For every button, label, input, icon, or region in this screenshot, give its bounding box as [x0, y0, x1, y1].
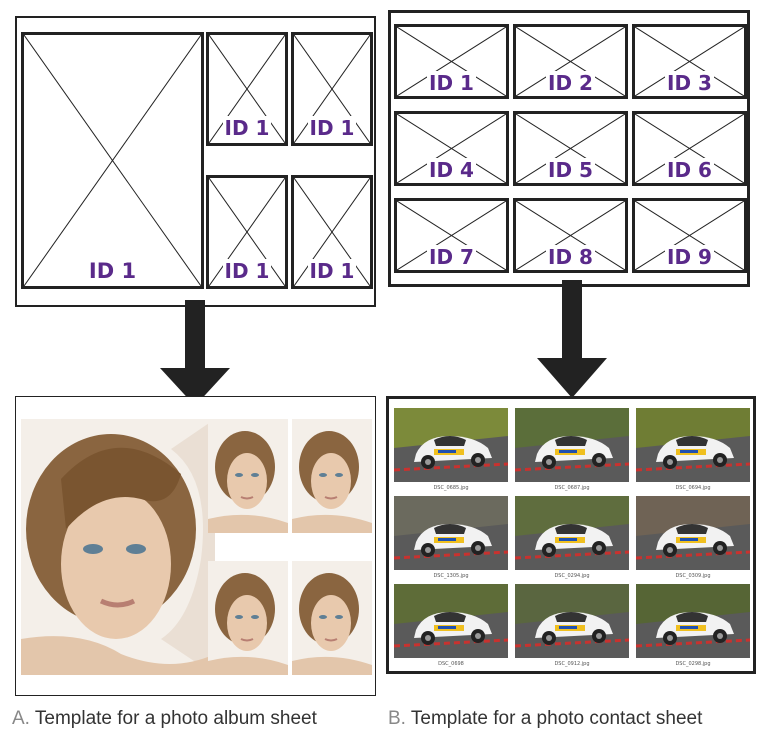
caption-b-text: Template for a photo contact sheet	[410, 708, 703, 729]
placeholder-cross-icon	[635, 201, 744, 270]
album-placeholder-small-3: ID 1	[206, 175, 288, 289]
contact-placeholder-4: ID 4	[394, 111, 509, 186]
caption-a-text: Template for a photo album sheet	[34, 708, 317, 729]
placeholder-cross-icon	[294, 178, 370, 286]
contact-placeholder-6: ID 6	[632, 111, 747, 186]
portrait-photo-small	[208, 561, 288, 675]
photo-filename: DSC_0694.jpg	[675, 485, 711, 491]
placeholder-cross-icon	[516, 27, 625, 96]
placeholder-cross-icon	[209, 35, 285, 143]
placeholder-cross-icon	[397, 27, 506, 96]
race-car-photo	[636, 496, 750, 570]
caption-a: A. Template for a photo album sheet	[12, 708, 317, 730]
contact-placeholder-1: ID 1	[394, 24, 509, 99]
portrait-photo-large	[21, 419, 215, 675]
race-car-photo	[515, 584, 629, 658]
placeholder-id-label: ID 6	[665, 158, 714, 182]
album-placeholder-large: ID 1	[21, 32, 204, 289]
race-car-photo	[394, 408, 508, 482]
portrait-photo-small	[292, 419, 372, 533]
contact-placeholder-8: ID 8	[513, 198, 628, 273]
album-placeholder-small-2: ID 1	[291, 32, 373, 146]
album-template-frame: ID 1 ID 1 ID 1 ID 1 ID 1	[15, 16, 376, 307]
placeholder-cross-icon	[516, 114, 625, 183]
race-car-photo	[515, 496, 629, 570]
placeholder-id-label: ID 1	[222, 116, 272, 140]
placeholder-cross-icon	[397, 114, 506, 183]
race-car-photo	[394, 584, 508, 658]
photo-filename: DSC_0687.jpg	[554, 485, 590, 491]
album-sheet-result	[15, 396, 376, 696]
photo-filename: DSC_0294.jpg	[554, 573, 590, 579]
contact-placeholder-7: ID 7	[394, 198, 509, 273]
placeholder-id-label: ID 3	[665, 71, 714, 95]
down-arrow-icon	[537, 280, 607, 398]
contact-placeholder-2: ID 2	[513, 24, 628, 99]
race-car-photo	[636, 584, 750, 658]
caption-b-letter: B.	[388, 708, 406, 729]
down-arrow-icon	[160, 300, 230, 406]
photo-filename: DSC_0685.jpg	[433, 485, 469, 491]
contact-placeholder-3: ID 3	[632, 24, 747, 99]
contact-placeholder-5: ID 5	[513, 111, 628, 186]
portrait-photo-small	[292, 561, 372, 675]
placeholder-id-label: ID 1	[307, 116, 357, 140]
placeholder-cross-icon	[24, 35, 201, 286]
photo-filename: DSC_0298.jpg	[675, 661, 711, 667]
photo-filename: DSC_1305.jpg	[433, 573, 469, 579]
contact-template-frame: ID 1 ID 2 ID 3 ID 4 ID 5 ID 6 ID 7 ID 8 ID 9	[388, 10, 750, 287]
placeholder-id-label: ID 1	[86, 259, 139, 283]
placeholder-id-label: ID 7	[427, 245, 476, 269]
portrait-photo-small	[208, 419, 288, 533]
album-placeholder-small-4: ID 1	[291, 175, 373, 289]
placeholder-id-label: ID 1	[222, 259, 272, 283]
placeholder-cross-icon	[516, 201, 625, 270]
placeholder-id-label: ID 5	[546, 158, 595, 182]
race-car-photo	[394, 496, 508, 570]
placeholder-id-label: ID 9	[665, 245, 714, 269]
placeholder-cross-icon	[635, 114, 744, 183]
placeholder-id-label: ID 2	[546, 71, 595, 95]
photo-filename: DSC_0309.jpg	[675, 573, 711, 579]
caption-a-letter: A.	[12, 708, 30, 729]
placeholder-cross-icon	[294, 35, 370, 143]
placeholder-cross-icon	[635, 27, 744, 96]
photo-filename: DSC_0912.jpg	[554, 661, 590, 667]
placeholder-cross-icon	[397, 201, 506, 270]
photo-filename: DSC_0698	[438, 661, 464, 667]
placeholder-cross-icon	[209, 178, 285, 286]
placeholder-id-label: ID 4	[427, 158, 476, 182]
caption-b: B. Template for a photo contact sheet	[388, 708, 702, 730]
placeholder-id-label: ID 1	[427, 71, 476, 95]
race-car-photo	[636, 408, 750, 482]
placeholder-id-label: ID 8	[546, 245, 595, 269]
race-car-photo	[515, 408, 629, 482]
album-placeholder-small-1: ID 1	[206, 32, 288, 146]
contact-placeholder-9: ID 9	[632, 198, 747, 273]
placeholder-id-label: ID 1	[307, 259, 357, 283]
